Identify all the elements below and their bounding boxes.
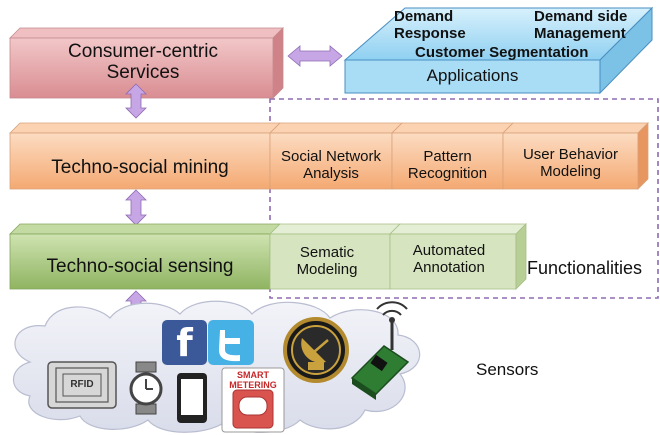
services-layer-label: Consumer-centric Services xyxy=(68,41,218,84)
applications-title: Applications xyxy=(426,66,519,85)
wireless-sensor-node-icon xyxy=(350,301,410,400)
services-layer-box xyxy=(9,27,284,99)
demand-side-management-label: Demand side Management xyxy=(534,8,628,42)
twitter-icon xyxy=(208,320,254,365)
services-mining-arrow xyxy=(125,83,147,119)
sensing-function-label-2: Automated Annotation xyxy=(412,242,486,276)
mining-function-label-2: Pattern Recognition xyxy=(407,148,488,182)
functionalities-boundary xyxy=(269,98,659,299)
mining-sensing-arrow xyxy=(125,189,147,226)
mining-function-label-3: User Behavior Modeling xyxy=(522,146,619,180)
sensing-layer-box xyxy=(9,223,281,290)
smartphone-icon xyxy=(177,373,207,423)
mining-layer-box xyxy=(9,122,281,190)
sensors-label: Sensors xyxy=(476,360,539,379)
smartwatch-icon xyxy=(129,361,163,415)
smart-meter-icon xyxy=(221,367,285,433)
smart-metering-text: SMART METERING xyxy=(229,370,277,391)
facebook-icon xyxy=(162,320,207,365)
functionalities-label: Functionalities xyxy=(527,258,643,278)
services-applications-arrow xyxy=(287,45,343,67)
demand-response-label: Demand Response xyxy=(394,8,466,42)
mining-function-boxes xyxy=(269,122,649,190)
facebook-glyph: f xyxy=(176,321,193,365)
sensing-layer-label: Techno-social sensing xyxy=(46,256,234,277)
satellite-dish-icon xyxy=(283,317,349,383)
rfid-tag-icon xyxy=(47,361,117,409)
applications-slab xyxy=(343,6,654,95)
rfid-text: RFID xyxy=(70,379,94,390)
mining-function-label-1: Social Network Analysis xyxy=(280,148,382,182)
customer-segmentation-label: Customer Segmentation xyxy=(415,44,589,61)
sensing-function-label-1: Sematic Modeling xyxy=(296,244,358,278)
mining-layer-label: Techno-social mining xyxy=(51,157,229,178)
sensing-function-boxes xyxy=(269,223,527,290)
